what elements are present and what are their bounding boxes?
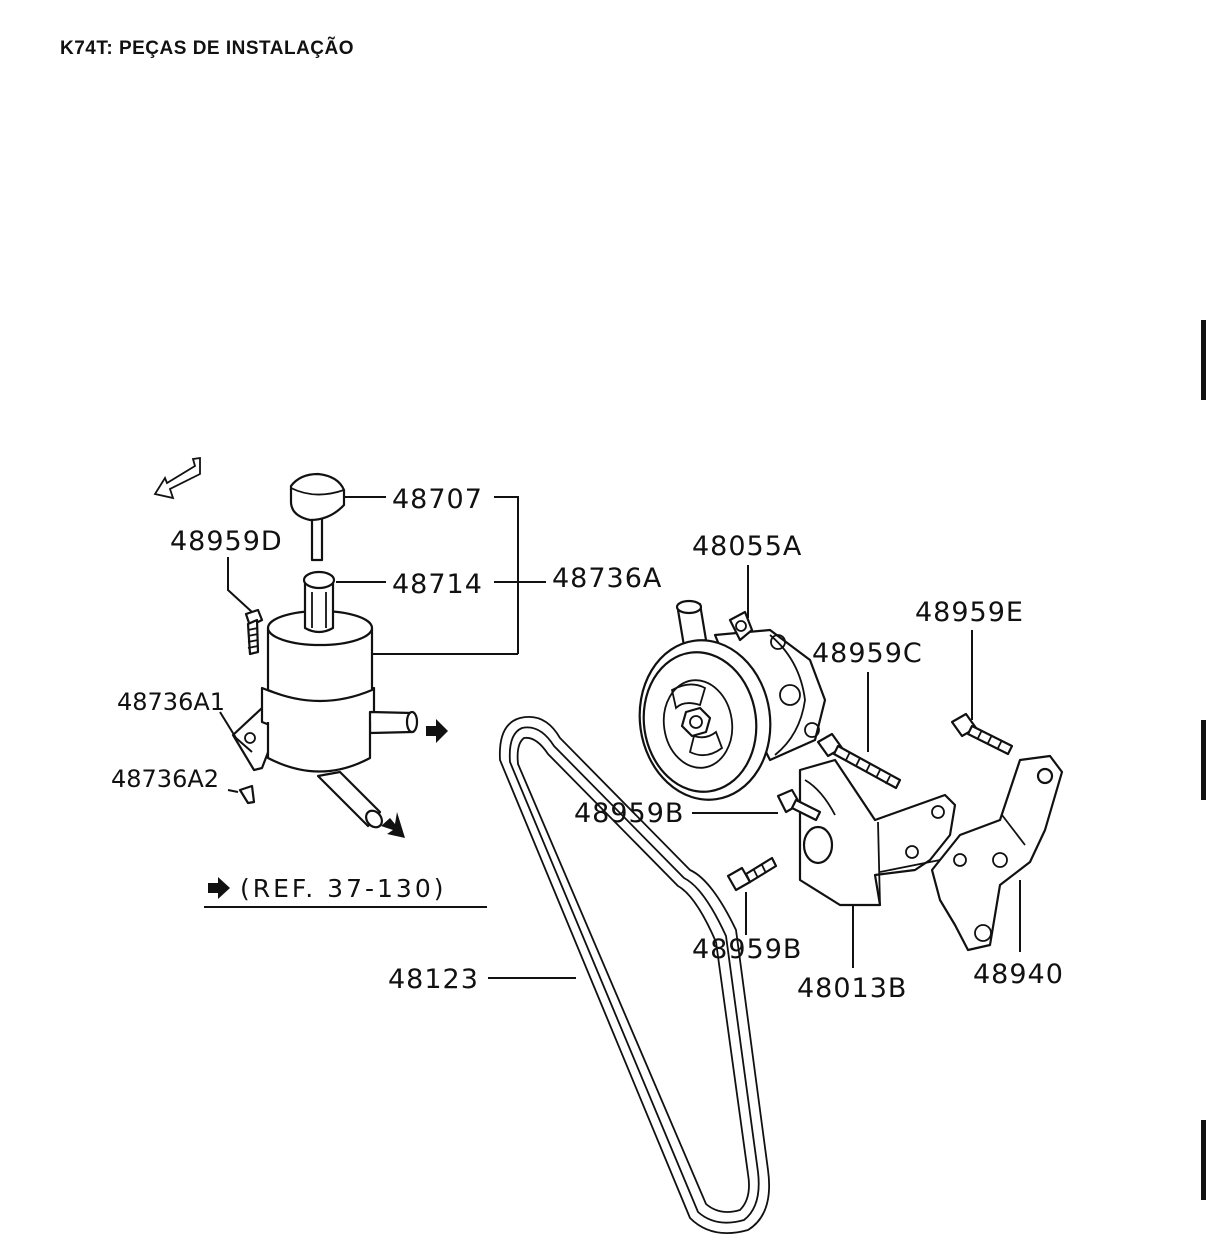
pump-bracket-drawing xyxy=(798,758,957,907)
callout-48959B-lower: 48959B xyxy=(692,934,802,965)
leader-lines xyxy=(219,496,1021,979)
reference-note: (REF. 37-130) xyxy=(204,874,487,908)
callout-48736A2: 48736A2 xyxy=(111,765,219,793)
callout-48940: 48940 xyxy=(973,959,1064,990)
reservoir-tank-drawing xyxy=(231,472,419,829)
bolt-48959C-drawing xyxy=(816,732,902,790)
bolt-48959E-drawing xyxy=(950,712,1014,756)
drive-belt-drawing xyxy=(498,716,770,1235)
callout-48714: 48714 xyxy=(392,569,483,600)
page-title: K74T: PEÇAS DE INSTALAÇÃO xyxy=(60,38,355,59)
page-edge-mark xyxy=(1201,1120,1206,1200)
front-direction-arrow-icon xyxy=(153,456,201,500)
bolt-48959B-upper-drawing xyxy=(776,788,822,822)
page-edge-mark xyxy=(1201,720,1206,800)
callout-48959C: 48959C xyxy=(812,638,923,669)
callout-48736A: 48736A xyxy=(552,563,662,594)
callout-48959B-upper: 48959B xyxy=(574,798,684,829)
lower-bracket-drawing xyxy=(930,754,1064,952)
callout-48959E: 48959E xyxy=(915,597,1024,628)
solid-arrow-icon xyxy=(208,877,230,899)
callout-48736A1: 48736A1 xyxy=(117,688,225,716)
callout-48707: 48707 xyxy=(392,484,483,515)
reference-text: (REF. 37-130) xyxy=(240,874,446,903)
page-edge-mark xyxy=(1201,320,1206,400)
flow-out-arrow-icon xyxy=(381,719,448,838)
power-steering-pump-drawing xyxy=(638,599,827,801)
callout-48055A: 48055A xyxy=(692,531,802,562)
callout-48959D: 48959D xyxy=(170,526,283,557)
callout-48123: 48123 xyxy=(388,964,479,995)
bolt-48959B-lower-drawing xyxy=(726,856,778,892)
callout-48013B: 48013B xyxy=(797,973,907,1004)
